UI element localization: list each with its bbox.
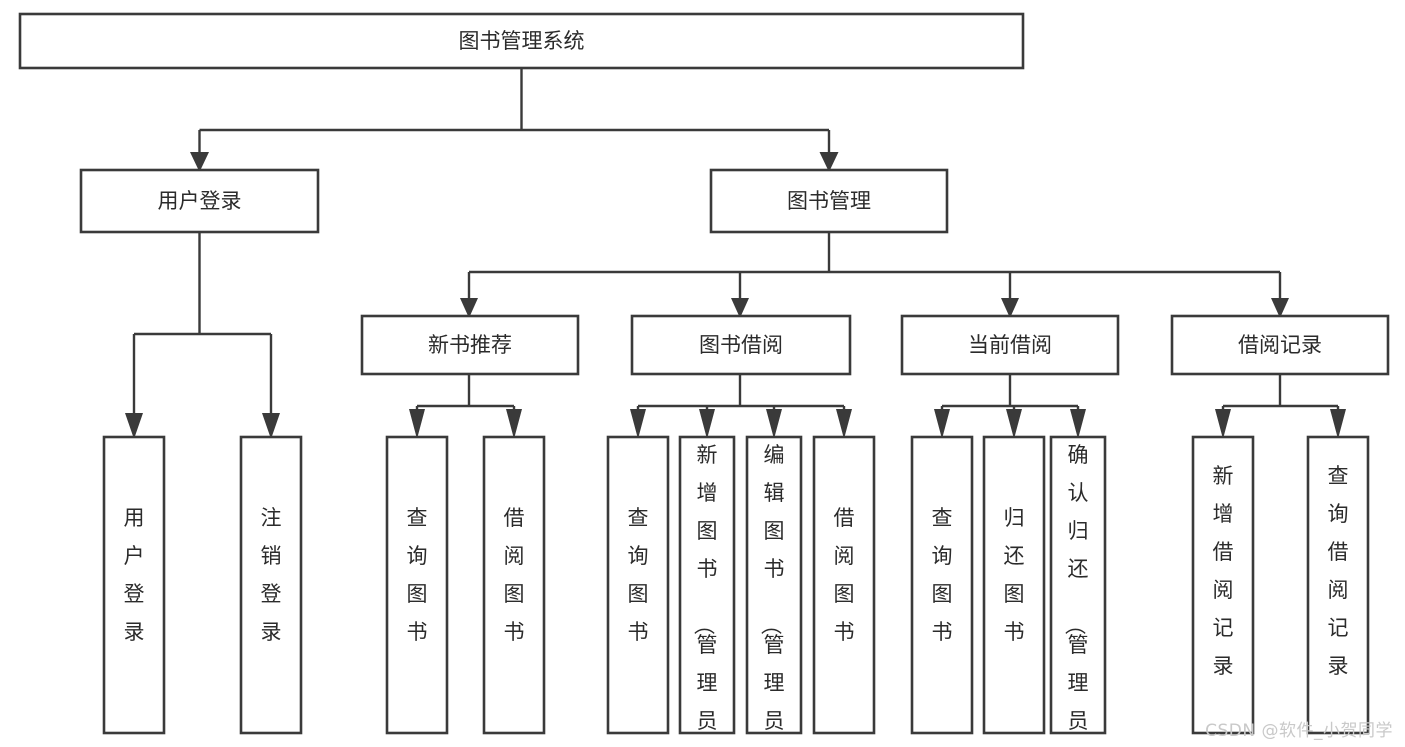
leaf-node-borrow-edit-box[interactable] — [745, 435, 803, 735]
leaf-node-current-query-label: 查询图书 — [932, 506, 953, 644]
leaf-node-user-login-label: 用户登录 — [124, 506, 145, 644]
leaf-node-user-login[interactable]: 用户登录 — [102, 435, 166, 735]
leaf-node-current-confirm[interactable]: 确认归还（管理员） — [1049, 435, 1107, 747]
node-current-borrow-label: 当前借阅 — [968, 333, 1052, 357]
leaf-node-borrow-add-box[interactable] — [678, 435, 736, 735]
node-new-book-recommend-label: 新书推荐 — [428, 333, 512, 357]
arrow-to-leaf-newbook-borrow — [506, 409, 522, 439]
arrow-to-user-login — [190, 152, 209, 172]
leaf-node-current-return[interactable]: 归还图书 — [982, 435, 1046, 735]
leaf-node-borrow-query-box[interactable] — [606, 435, 670, 735]
arrow-to-leaf-newbook-query — [409, 409, 425, 439]
arrow-to-leaf-current-return — [1006, 409, 1022, 439]
node-current-borrow-box[interactable] — [900, 314, 1120, 376]
arrow-to-leaf-borrow-lend — [836, 409, 852, 439]
node-borrow-record[interactable]: 借阅记录 — [1170, 314, 1390, 376]
leaf-node-borrow-query-label: 查询图书 — [628, 506, 649, 644]
leaf-node-current-return-box[interactable] — [982, 435, 1046, 735]
leaf-node-borrow-edit-label: 编辑图书（管理员） — [759, 443, 785, 747]
node-root-system-box[interactable] — [18, 12, 1025, 70]
csdn-watermark: CSDN @软件_小贺同学 — [1205, 721, 1393, 741]
leaf-node-newbook-query-box[interactable] — [385, 435, 449, 735]
node-book-borrow[interactable]: 图书借阅 — [630, 314, 852, 376]
leaf-node-borrow-add[interactable]: 新增图书（管理员） — [678, 435, 736, 747]
leaf-node-user-logout-label: 注销登录 — [261, 506, 282, 644]
arrow-to-leaf-current-confirm — [1070, 409, 1086, 439]
leaf-node-newbook-borrow-box[interactable] — [482, 435, 546, 735]
leaf-node-borrow-query[interactable]: 查询图书 — [606, 435, 670, 735]
leaf-node-current-query[interactable]: 查询图书 — [910, 435, 974, 735]
arrow-to-record — [1271, 298, 1289, 318]
arrow-to-leaf-user-login — [125, 413, 143, 439]
node-book-borrow-label: 图书借阅 — [699, 333, 783, 357]
leaf-node-current-query-box[interactable] — [910, 435, 974, 735]
node-book-management-label: 图书管理 — [787, 189, 871, 213]
node-layer: 图书管理系统 用户登录 图书管理 新书推荐 图书借阅 — [18, 12, 1390, 747]
leaf-node-newbook-borrow[interactable]: 借阅图书 — [482, 435, 546, 735]
arrow-to-leaf-record-add — [1215, 409, 1231, 439]
leaf-node-current-confirm-label: 确认归还（管理员） — [1063, 443, 1089, 747]
arrow-to-leaf-user-logout — [262, 413, 280, 439]
node-new-book-recommend[interactable]: 新书推荐 — [360, 314, 580, 376]
leaf-node-newbook-borrow-label: 借阅图书 — [504, 506, 525, 644]
leaf-node-record-add-label: 新增借阅记录 — [1213, 464, 1234, 678]
arrow-to-leaf-borrow-add — [699, 409, 715, 439]
node-book-management-box[interactable] — [709, 168, 949, 234]
leaf-node-user-logout[interactable]: 注销登录 — [239, 435, 303, 735]
node-borrow-record-box[interactable] — [1170, 314, 1390, 376]
leaf-node-user-login-box[interactable] — [102, 435, 166, 735]
node-book-borrow-box[interactable] — [630, 314, 852, 376]
node-book-management[interactable]: 图书管理 — [709, 168, 949, 234]
node-borrow-record-label: 借阅记录 — [1238, 333, 1322, 357]
node-user-login[interactable]: 用户登录 — [79, 168, 320, 234]
leaf-node-user-logout-box[interactable] — [239, 435, 303, 735]
arrow-to-borrow — [731, 298, 749, 318]
leaf-node-newbook-query[interactable]: 查询图书 — [385, 435, 449, 735]
arrow-to-leaf-record-query — [1330, 409, 1346, 439]
node-root-system-label: 图书管理系统 — [459, 29, 585, 53]
arrow-to-newbook — [460, 298, 478, 318]
leaf-node-record-query-box[interactable] — [1306, 435, 1370, 735]
leaf-node-borrow-lend[interactable]: 借阅图书 — [812, 435, 876, 735]
node-current-borrow[interactable]: 当前借阅 — [900, 314, 1120, 376]
leaf-node-borrow-edit[interactable]: 编辑图书（管理员） — [745, 435, 803, 747]
arrow-to-leaf-borrow-edit — [766, 409, 782, 439]
leaf-node-record-query[interactable]: 查询借阅记录 — [1306, 435, 1370, 735]
leaf-node-current-confirm-box[interactable] — [1049, 435, 1107, 735]
node-root-system[interactable]: 图书管理系统 — [18, 12, 1025, 70]
leaf-node-record-add-box[interactable] — [1191, 435, 1255, 735]
leaf-node-borrow-lend-label: 借阅图书 — [834, 506, 855, 644]
leaf-node-record-query-label: 查询借阅记录 — [1328, 464, 1349, 678]
arrowhead-layer — [125, 152, 1346, 439]
leaf-node-borrow-add-label: 新增图书（管理员） — [692, 443, 718, 747]
arrow-to-book-mgmt — [819, 152, 839, 172]
arrow-to-leaf-current-query — [934, 409, 950, 439]
leaf-node-record-add[interactable]: 新增借阅记录 — [1191, 435, 1255, 735]
leaf-node-newbook-query-label: 查询图书 — [407, 506, 428, 644]
node-user-login-box[interactable] — [79, 168, 320, 234]
arrow-to-current — [1001, 298, 1019, 318]
arrow-to-leaf-borrow-query — [630, 409, 646, 439]
node-new-book-recommend-box[interactable] — [360, 314, 580, 376]
leaf-node-borrow-lend-box[interactable] — [812, 435, 876, 735]
node-user-login-label: 用户登录 — [158, 189, 242, 213]
leaf-node-current-return-label: 归还图书 — [1004, 506, 1025, 644]
